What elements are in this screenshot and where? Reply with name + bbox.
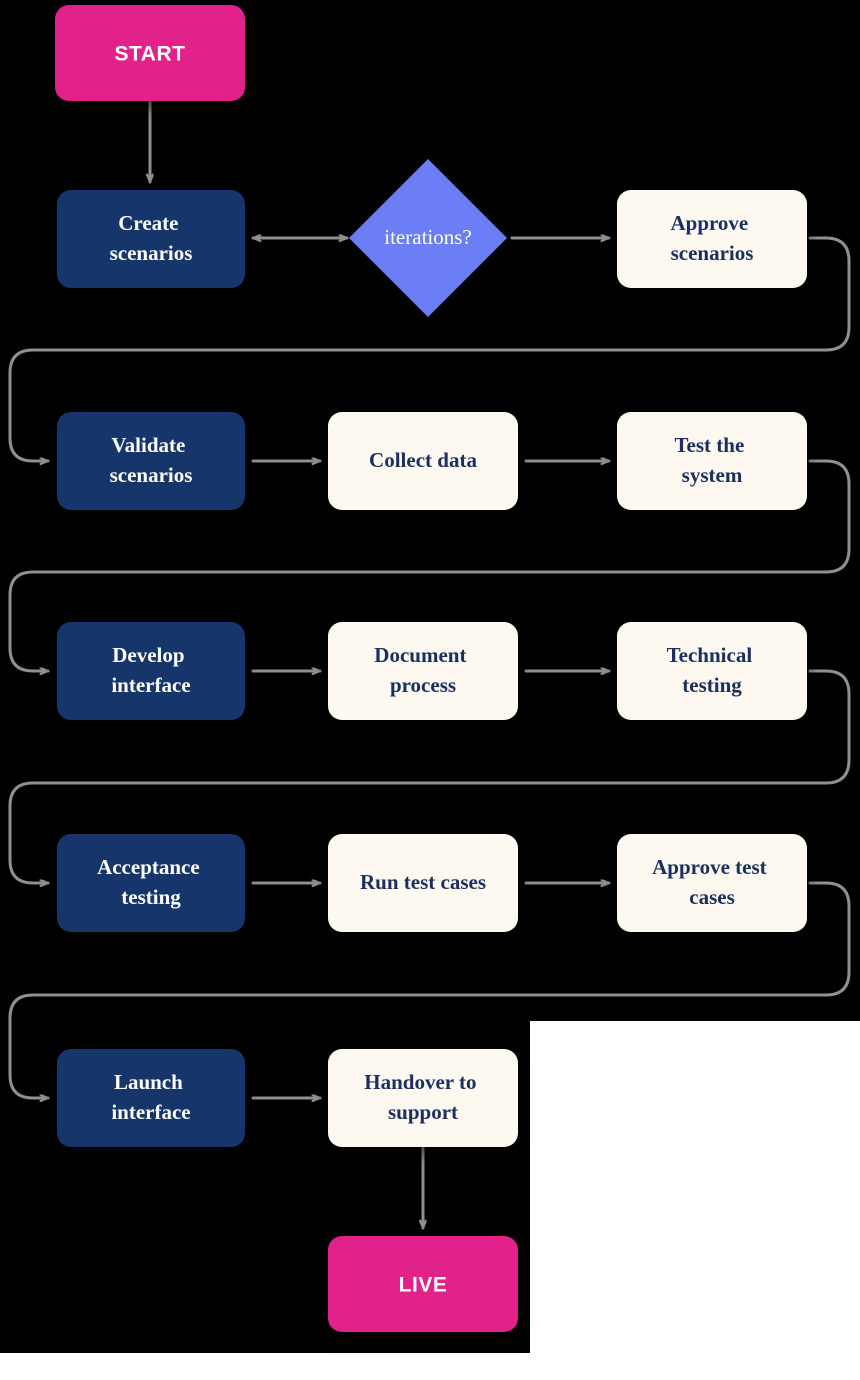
node-approve-scenarios[interactable]: Approve scenarios [617, 190, 807, 288]
node-launch-interface-shape[interactable] [57, 1049, 245, 1147]
node-approve-scenarios-shape[interactable] [617, 190, 807, 288]
node-start-shape[interactable] [55, 5, 245, 101]
node-iterations-shape[interactable] [349, 159, 507, 317]
node-run-test-cases[interactable]: Run test cases [328, 834, 518, 932]
node-run-test-cases-shape[interactable] [328, 834, 518, 932]
node-approve-test-cases-label: Approve test cases [652, 855, 772, 909]
node-layer: START Create scenarios iterations? Appro… [55, 5, 807, 1332]
node-iterations[interactable]: iterations? [349, 159, 507, 317]
node-validate-scenarios[interactable]: Validate scenarios [57, 412, 245, 510]
node-technical-testing[interactable]: Technical testing [617, 622, 807, 720]
node-handover-to-support-shape[interactable] [328, 1049, 518, 1147]
edge-approve-tests-to-launch [8, 881, 851, 1098]
node-validate-scenarios-shape[interactable] [57, 412, 245, 510]
node-handover-to-support[interactable]: Handover to support [328, 1049, 518, 1147]
node-document-process[interactable]: Document process [328, 622, 518, 720]
node-acceptance-testing-shape[interactable] [57, 834, 245, 932]
node-start-label: START [115, 43, 186, 66]
node-approve-test-cases-shape[interactable] [617, 834, 807, 932]
node-create-scenarios-shape[interactable] [57, 190, 245, 288]
edge-layer [8, 99, 851, 1230]
node-document-process-shape[interactable] [328, 622, 518, 720]
node-technical-testing-shape[interactable] [617, 622, 807, 720]
node-develop-interface-label: Develop interface [111, 643, 190, 697]
node-validate-scenarios-label: Validate scenarios [110, 433, 193, 487]
node-collect-data[interactable]: Collect data [328, 412, 518, 510]
node-document-process-label: Document process [374, 643, 471, 697]
node-acceptance-testing[interactable]: Acceptance testing [57, 834, 245, 932]
node-test-the-system-shape[interactable] [617, 412, 807, 510]
node-approve-scenarios-label: Approve scenarios [670, 211, 753, 265]
node-handover-to-support-label: Handover to support [364, 1070, 481, 1124]
node-launch-interface[interactable]: Launch interface [57, 1049, 245, 1147]
node-start[interactable]: START [55, 5, 245, 101]
node-develop-interface-shape[interactable] [57, 622, 245, 720]
node-collect-data-shape[interactable] [328, 412, 518, 510]
edge-technical-to-acceptance [8, 669, 851, 883]
node-acceptance-testing-label: Acceptance testing [97, 855, 205, 909]
node-live[interactable]: LIVE [328, 1236, 518, 1332]
edge-approve-to-validate [8, 236, 851, 461]
node-test-the-system-label: Test the system [674, 433, 749, 487]
node-technical-testing-label: Technical testing [667, 643, 758, 697]
edge-test-to-develop [8, 459, 851, 671]
node-test-the-system[interactable]: Test the system [617, 412, 807, 510]
node-collect-data-label: Collect data [369, 448, 477, 472]
node-approve-test-cases[interactable]: Approve test cases [617, 834, 807, 932]
node-develop-interface[interactable]: Develop interface [57, 622, 245, 720]
node-live-label: LIVE [399, 1274, 448, 1297]
node-iterations-label: iterations? [384, 225, 471, 249]
node-create-scenarios[interactable]: Create scenarios [57, 190, 245, 288]
node-live-shape[interactable] [328, 1236, 518, 1332]
node-launch-interface-label: Launch interface [111, 1070, 190, 1124]
node-create-scenarios-label: Create scenarios [110, 211, 193, 265]
node-run-test-cases-label: Run test cases [360, 870, 486, 894]
